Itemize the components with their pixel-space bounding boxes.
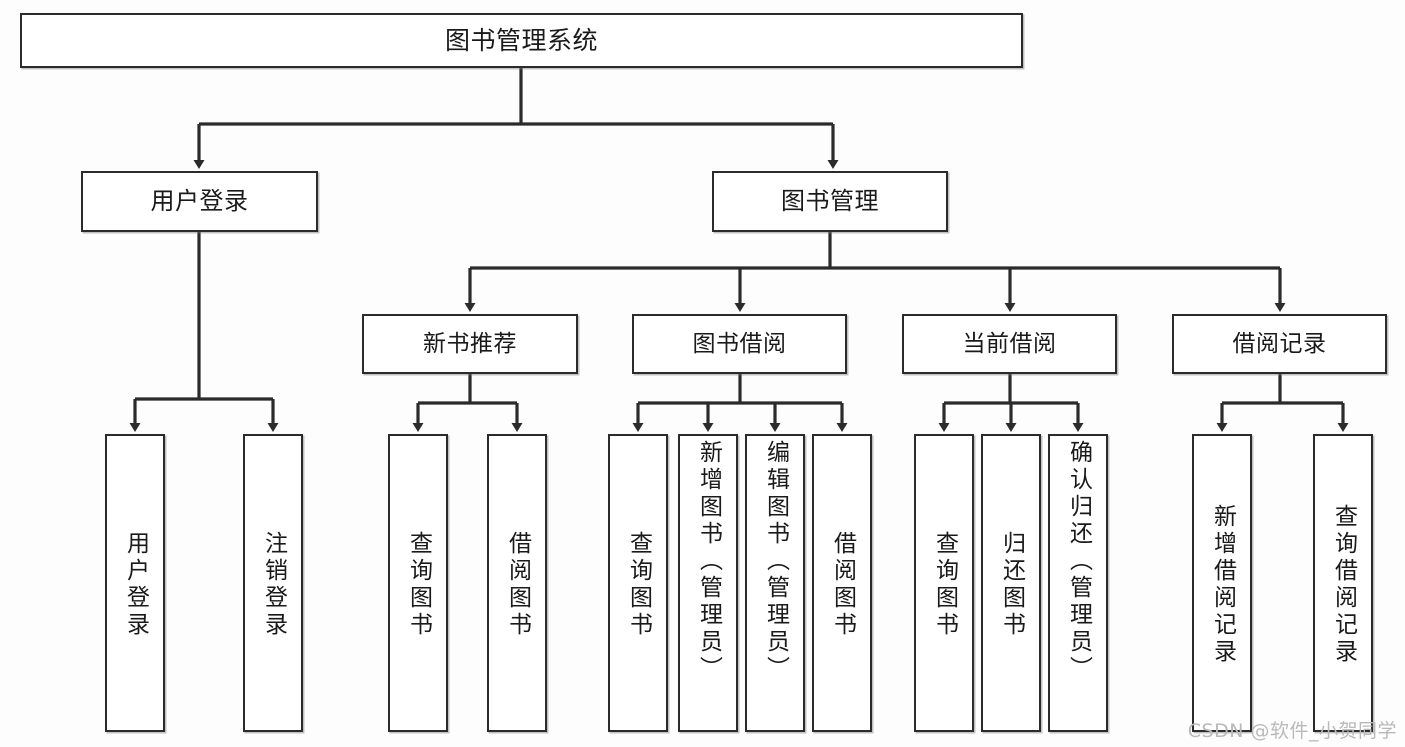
- node-leaf-confirm-return-admin[interactable]: 确认归还（管理员）: [1048, 434, 1108, 732]
- node-leaf-add-book-admin[interactable]: 新增图书（管理员）: [678, 434, 738, 732]
- node-borrowing-record[interactable]: 借阅记录: [1172, 314, 1387, 374]
- node-label: 归还图书: [998, 531, 1025, 639]
- node-leaf-edit-book-admin[interactable]: 编辑图书（管理员）: [745, 434, 805, 732]
- node-label: 编辑图书（管理员）: [762, 440, 789, 683]
- node-label: 用户登录: [122, 531, 149, 639]
- node-leaf-borrow-book[interactable]: 借阅图书: [812, 434, 872, 732]
- node-book-management[interactable]: 图书管理: [712, 171, 948, 232]
- node-leaf-logout[interactable]: 注销登录: [243, 434, 303, 732]
- node-new-book-recommendation[interactable]: 新书推荐: [362, 314, 578, 374]
- node-label: 图书管理: [781, 186, 879, 215]
- node-label: 新增借阅记录: [1209, 504, 1236, 666]
- node-label: 借阅图书: [504, 531, 531, 639]
- node-label: 确认归还（管理员）: [1065, 440, 1092, 683]
- node-leaf-query-borrow-record[interactable]: 查询借阅记录: [1313, 434, 1373, 732]
- node-leaf-add-borrow-record[interactable]: 新增借阅记录: [1192, 434, 1252, 732]
- node-user-login[interactable]: 用户登录: [81, 171, 318, 232]
- node-label: 查询借阅记录: [1330, 504, 1357, 666]
- node-label: 查询图书: [931, 531, 958, 639]
- node-leaf-user-login[interactable]: 用户登录: [105, 434, 165, 732]
- node-label: 新书推荐: [423, 330, 517, 357]
- node-book-borrowing[interactable]: 图书借阅: [632, 314, 847, 374]
- node-label: 借阅记录: [1232, 330, 1327, 357]
- node-leaf-borrow-book-recommendation[interactable]: 借阅图书: [487, 434, 547, 732]
- node-label: 查询图书: [625, 531, 652, 639]
- node-label: 用户登录: [150, 186, 249, 215]
- node-leaf-query-book-borrow[interactable]: 查询图书: [608, 434, 668, 732]
- node-current-borrowing[interactable]: 当前借阅: [902, 314, 1117, 374]
- node-label: 新增图书（管理员）: [695, 440, 722, 683]
- node-label: 注销登录: [260, 531, 287, 639]
- node-label: 当前借阅: [962, 330, 1057, 357]
- node-leaf-query-book-recommendation[interactable]: 查询图书: [388, 434, 448, 732]
- node-root-book-management-system[interactable]: 图书管理系统: [20, 13, 1023, 68]
- node-leaf-return-book[interactable]: 归还图书: [981, 434, 1041, 732]
- node-leaf-query-book-current[interactable]: 查询图书: [914, 434, 974, 732]
- node-label: 借阅图书: [829, 531, 856, 639]
- node-label: 图书借阅: [692, 330, 787, 357]
- csdn-watermark: CSDN @软件_小贺同学: [1187, 720, 1397, 742]
- node-label: 查询图书: [405, 531, 432, 639]
- node-label: 图书管理系统: [444, 26, 598, 55]
